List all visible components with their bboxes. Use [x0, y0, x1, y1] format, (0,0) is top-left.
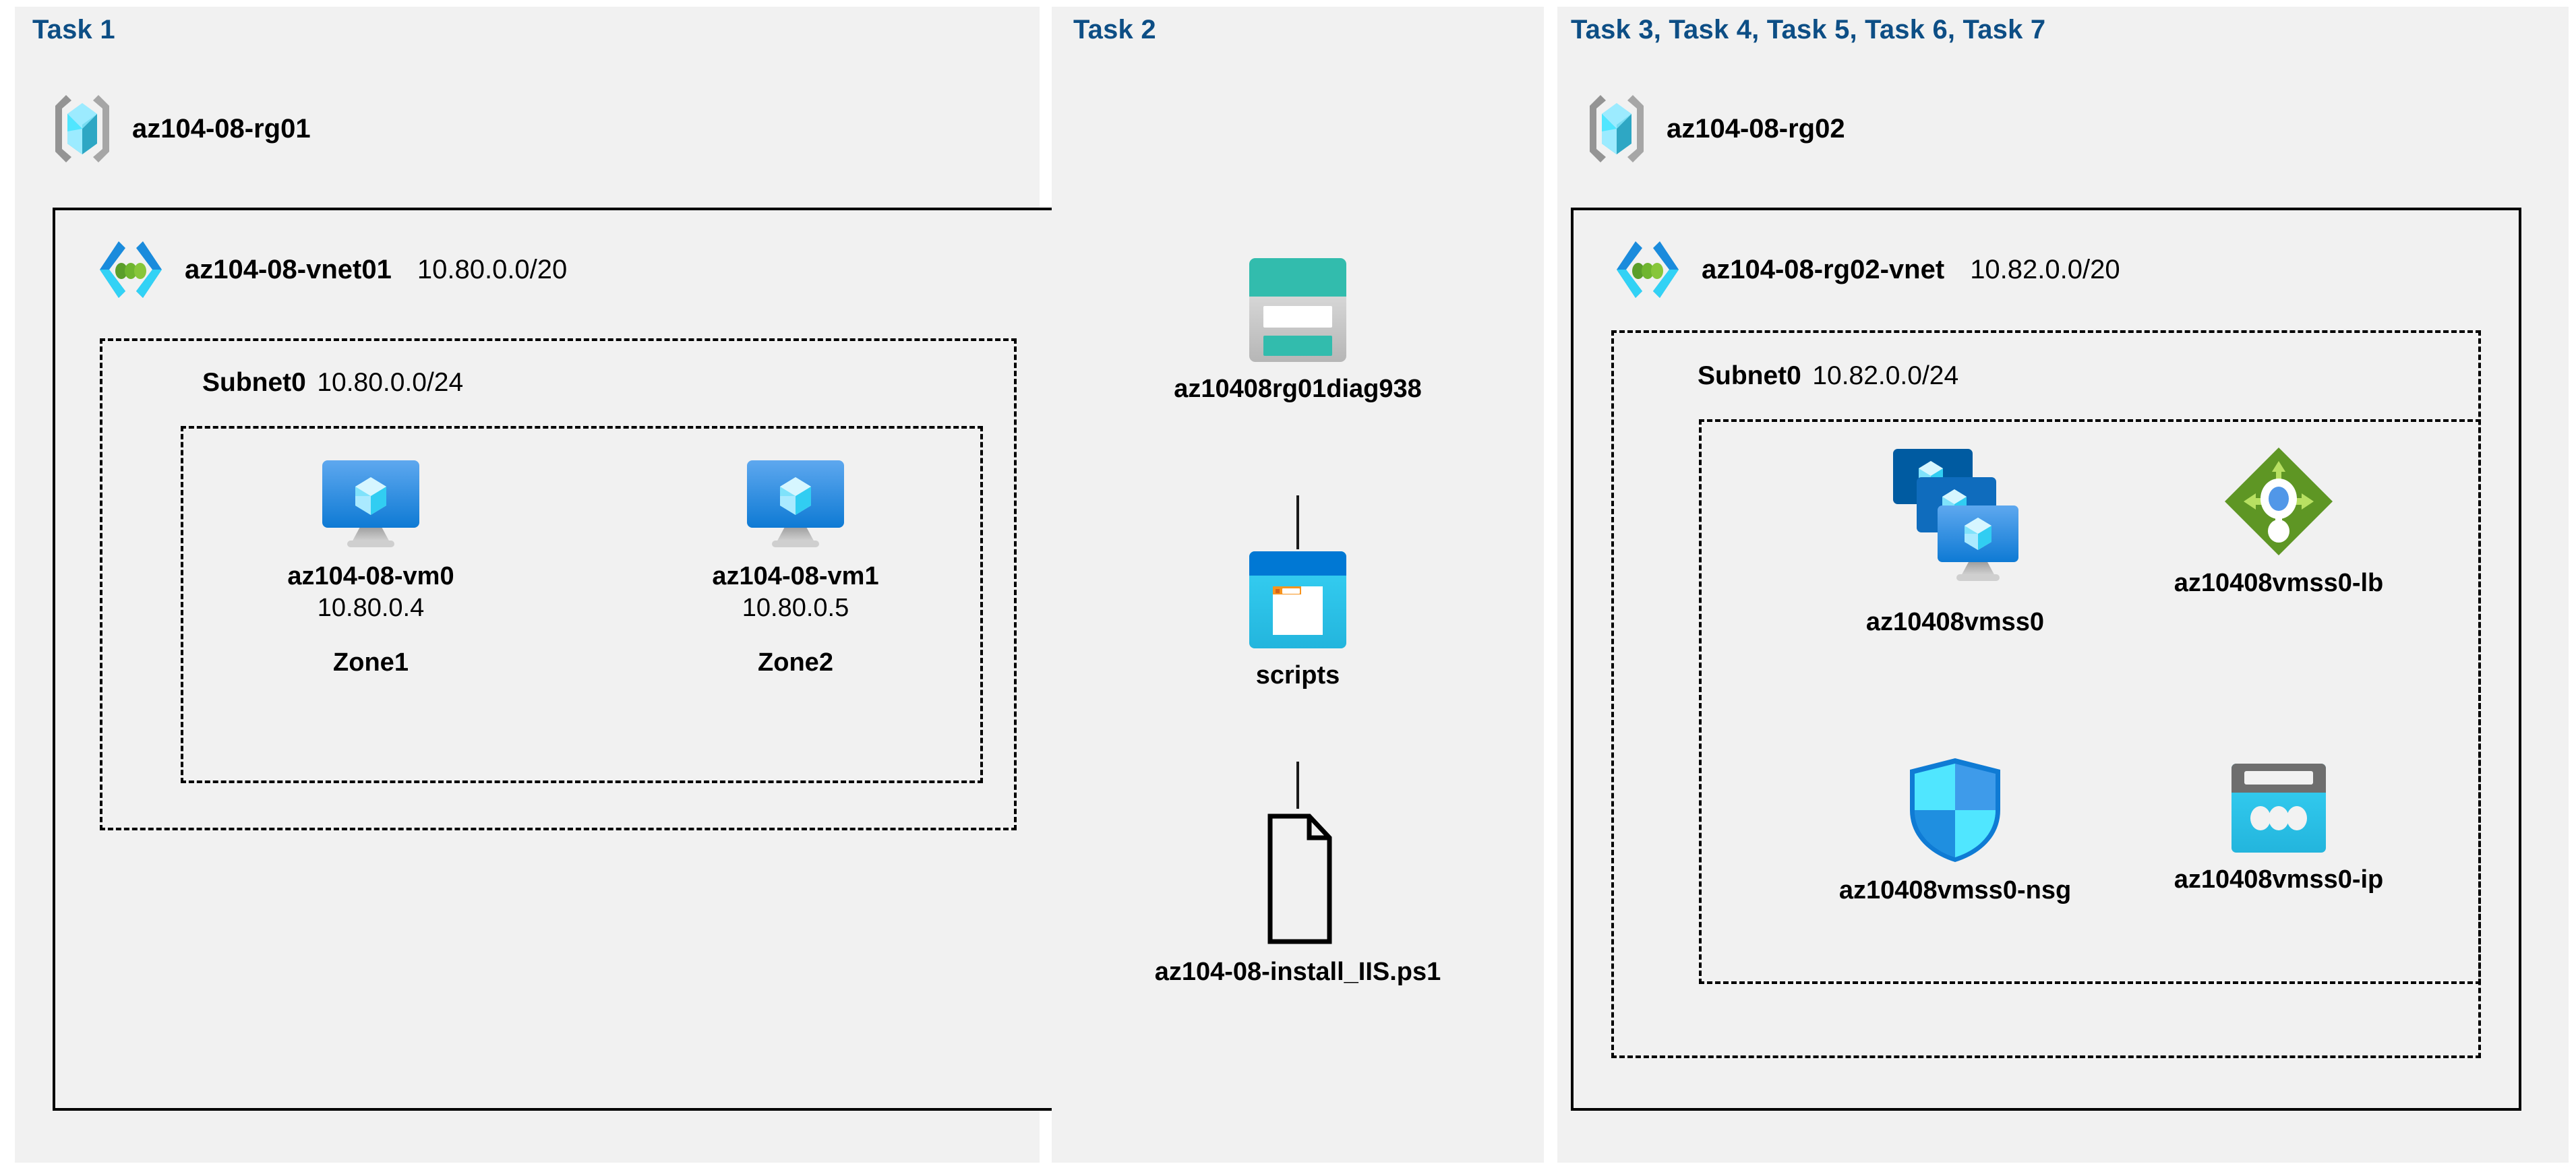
- vnet01-subnet0-box: [100, 338, 1017, 830]
- script-file-node: az104-08-install_IIS.ps1: [1106, 812, 1490, 987]
- vmss-name: az10408vmss0: [1865, 608, 2045, 636]
- vnet01-header: az104-08-vnet01 10.80.0.0/20: [94, 237, 567, 302]
- storage-account-node: az10408rg01diag938: [1106, 256, 1490, 404]
- resource-group-rg01-label: az104-08-rg01: [132, 113, 311, 144]
- vnet02-subnet0-header: Subnet0 10.82.0.0/24: [1698, 361, 1958, 391]
- vnet02-name: az104-08-rg02-vnet: [1702, 254, 1945, 284]
- nsg-node: az10408vmss0-nsg: [1793, 755, 2117, 905]
- vm-node-0: az104-08-vm0 10.80.0.4 Zone1: [270, 458, 472, 677]
- vm-scale-set-icon: [1889, 445, 2021, 597]
- resource-group-rg01: az104-08-rg01: [51, 91, 311, 166]
- public-ip-name: az10408vmss0-ip: [2174, 865, 2384, 894]
- vnet02-header: az104-08-rg02-vnet 10.82.0.0/20: [1611, 237, 2120, 302]
- vnet01-subnet0-cidr: 10.80.0.0/24: [317, 368, 464, 397]
- resource-group-rg02: az104-08-rg02: [1586, 91, 1845, 166]
- virtual-network-icon: [94, 237, 167, 302]
- task2-label: Task 2: [1073, 15, 1156, 44]
- resource-group-icon: [1586, 91, 1648, 166]
- resource-group-rg02-label: az104-08-rg02: [1667, 113, 1845, 144]
- vnet01-cidr: 10.80.0.0/20: [417, 254, 568, 284]
- vnet01-subnet0-name: Subnet0: [202, 368, 306, 397]
- vnet02-subnet0-name: Subnet0: [1698, 361, 1801, 390]
- vnet02-resource-group-box: [1699, 419, 2481, 984]
- network-security-group-icon: [1905, 755, 2005, 865]
- connector-storage-to-container: [1296, 495, 1299, 549]
- resource-group-icon: [51, 91, 113, 166]
- vm-node-0-name: az104-08-vm0: [287, 562, 454, 590]
- public-ip-node: az10408vmss0-ip: [2117, 762, 2440, 894]
- task3-label: Task 3, Task 4, Task 5, Task 6, Task 7: [1571, 15, 2046, 44]
- vnet01-vm-group-box: [181, 426, 983, 783]
- vnet01-subnet0-header: Subnet0 10.80.0.0/24: [202, 368, 463, 398]
- vmss-node: az10408vmss0: [1793, 445, 2117, 637]
- vm-node-1-zone: Zone2: [758, 648, 833, 677]
- vm-node-1-ip: 10.80.0.5: [742, 594, 849, 622]
- vnet02-box: [1571, 208, 2521, 1111]
- blob-container-node: scripts: [1106, 549, 1490, 690]
- vnet02-cidr: 10.82.0.0/20: [1970, 254, 2120, 284]
- vm-node-1-name: az104-08-vm1: [712, 562, 879, 590]
- load-balancer-node: az10408vmss0-lb: [2117, 445, 2440, 598]
- vnet01-name: az104-08-vnet01: [185, 254, 392, 284]
- script-file-icon: [1254, 812, 1342, 947]
- load-balancer-name: az10408vmss0-lb: [2174, 569, 2384, 597]
- script-file-name: az104-08-install_IIS.ps1: [1154, 958, 1441, 986]
- connector-container-to-script: [1296, 762, 1299, 809]
- vm-node-1: az104-08-vm1 10.80.0.5 Zone2: [694, 458, 897, 677]
- virtual-machine-icon: [745, 458, 846, 551]
- vnet02-subnet0-cidr: 10.82.0.0/24: [1812, 361, 1959, 390]
- virtual-machine-icon: [320, 458, 421, 551]
- storage-account-icon: [1247, 256, 1348, 364]
- blob-container-icon: [1247, 549, 1348, 650]
- vm-node-0-ip: 10.80.0.4: [317, 594, 425, 622]
- public-ip-address-icon: [2229, 762, 2328, 855]
- blob-container-name: scripts: [1255, 661, 1340, 689]
- virtual-network-icon: [1611, 237, 1684, 302]
- load-balancer-icon: [2222, 445, 2335, 558]
- storage-account-name: az10408rg01diag938: [1174, 375, 1422, 403]
- task1-label: Task 1: [32, 15, 115, 44]
- nsg-name: az10408vmss0-nsg: [1838, 876, 2072, 904]
- vm-node-0-zone: Zone1: [333, 648, 409, 677]
